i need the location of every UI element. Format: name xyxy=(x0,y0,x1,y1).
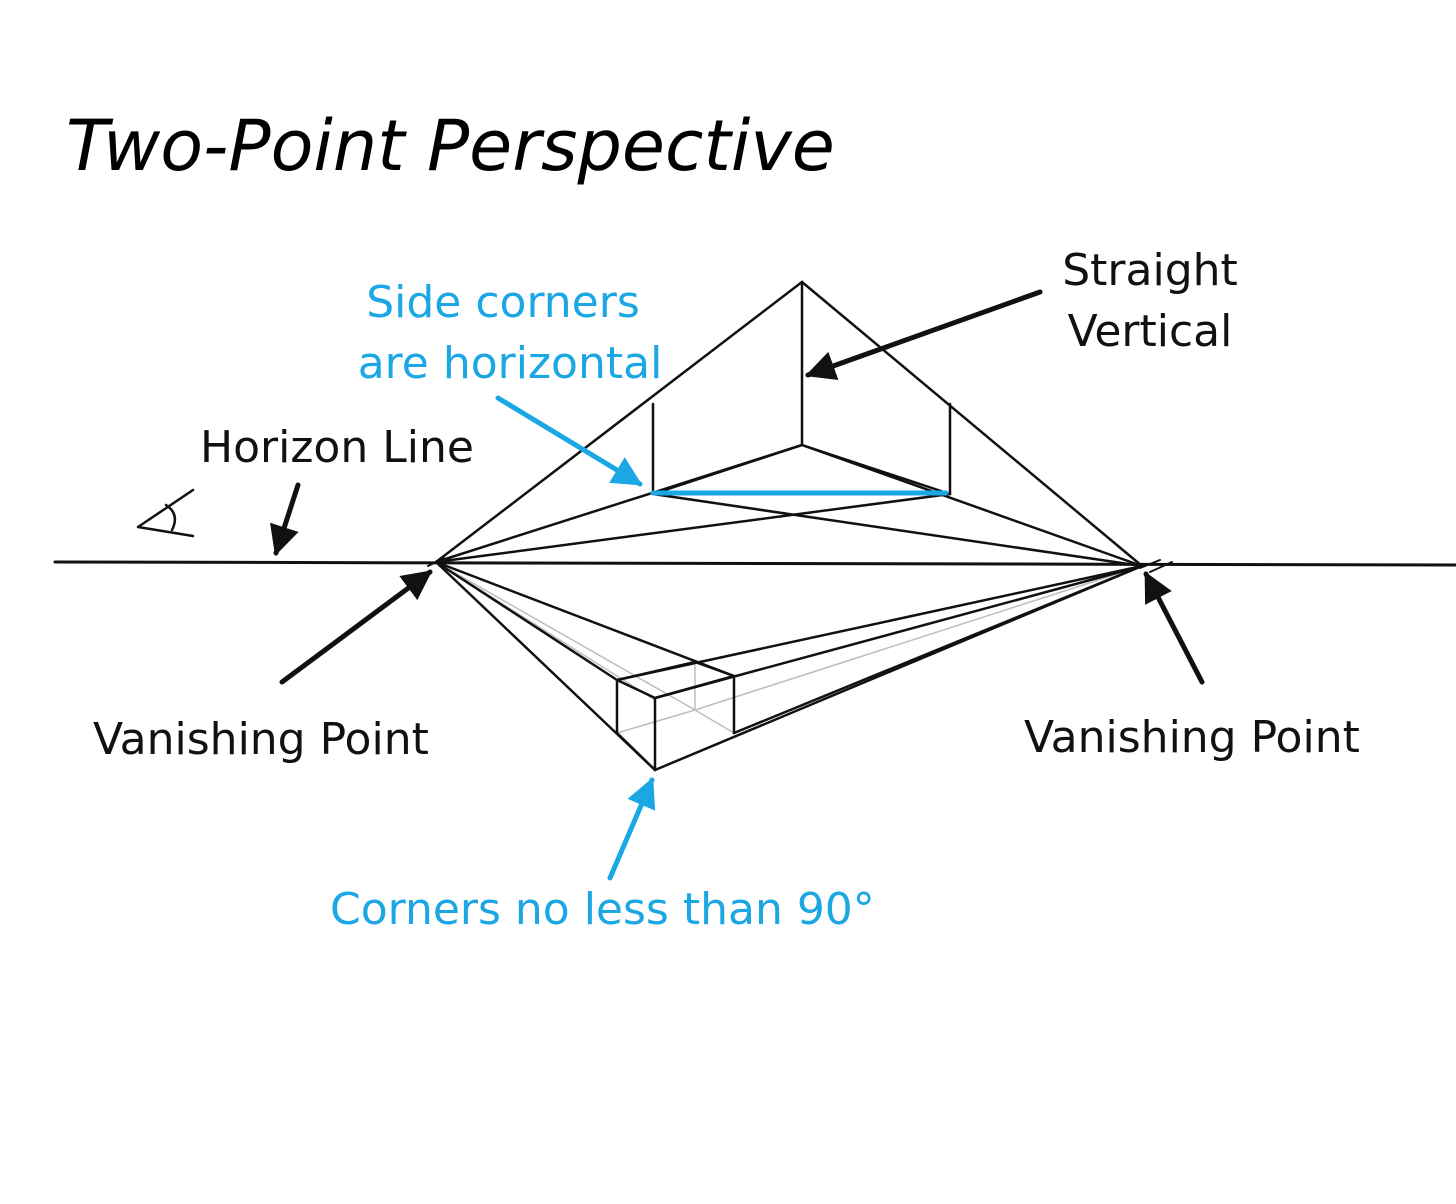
guide-right-to-left-vp xyxy=(434,492,952,564)
label-straight-vertical-line2: Vertical xyxy=(1068,306,1233,357)
arrow-vanishing-point-right xyxy=(1143,571,1205,685)
arrow-corners-angle xyxy=(607,777,656,881)
lower-top-right-edge xyxy=(653,674,736,700)
arrow-straight-vertical xyxy=(805,289,1043,381)
label-side-corners-line2: are horizontal xyxy=(358,338,663,389)
lower-top-left-edge xyxy=(615,678,657,700)
label-side-corners-line1: Side corners xyxy=(366,277,640,328)
lower-guide-right-4 xyxy=(615,564,1144,682)
lower-bottom-left-edge xyxy=(615,731,657,772)
lower-top-back-left-edge xyxy=(615,660,697,682)
lower-guide-right-3 xyxy=(653,564,1144,700)
lower-guide-left-2 xyxy=(434,560,619,682)
upper-box xyxy=(434,280,1144,568)
label-straight-vertical-line1: Straight xyxy=(1062,245,1238,296)
lower-box xyxy=(434,560,1144,772)
label-vanishing-point-right: Vanishing Point xyxy=(1024,712,1360,763)
eye-icon xyxy=(136,488,195,538)
vanishing-point-left-mark xyxy=(427,557,445,567)
arrow-side-corners xyxy=(495,395,643,487)
guide-front-to-left-vp xyxy=(434,443,804,564)
horizon-line xyxy=(53,560,1456,567)
upper-left-edge-to-vp xyxy=(434,280,804,564)
guide-left-to-right-vp xyxy=(651,492,1144,568)
label-corners-angle: Corners no less than 90° xyxy=(330,884,875,935)
label-vanishing-point-left: Vanishing Point xyxy=(93,714,429,765)
label-horizon-line: Horizon Line xyxy=(200,422,474,473)
lower-guide-left-3 xyxy=(434,560,736,678)
arrow-vanishing-point-left xyxy=(279,569,433,685)
lower-box-construction xyxy=(435,561,1143,734)
vanishing-point-right-mark xyxy=(1139,559,1173,573)
lower-guide-right-2 xyxy=(732,564,1144,735)
lower-top-back-right-edge xyxy=(693,660,736,678)
upper-right-edge-to-vp xyxy=(800,280,1144,568)
page-title: Two-Point Perspective xyxy=(66,105,835,187)
guide-front-to-right-vp xyxy=(800,443,1144,568)
arrow-horizon-line xyxy=(270,482,301,556)
